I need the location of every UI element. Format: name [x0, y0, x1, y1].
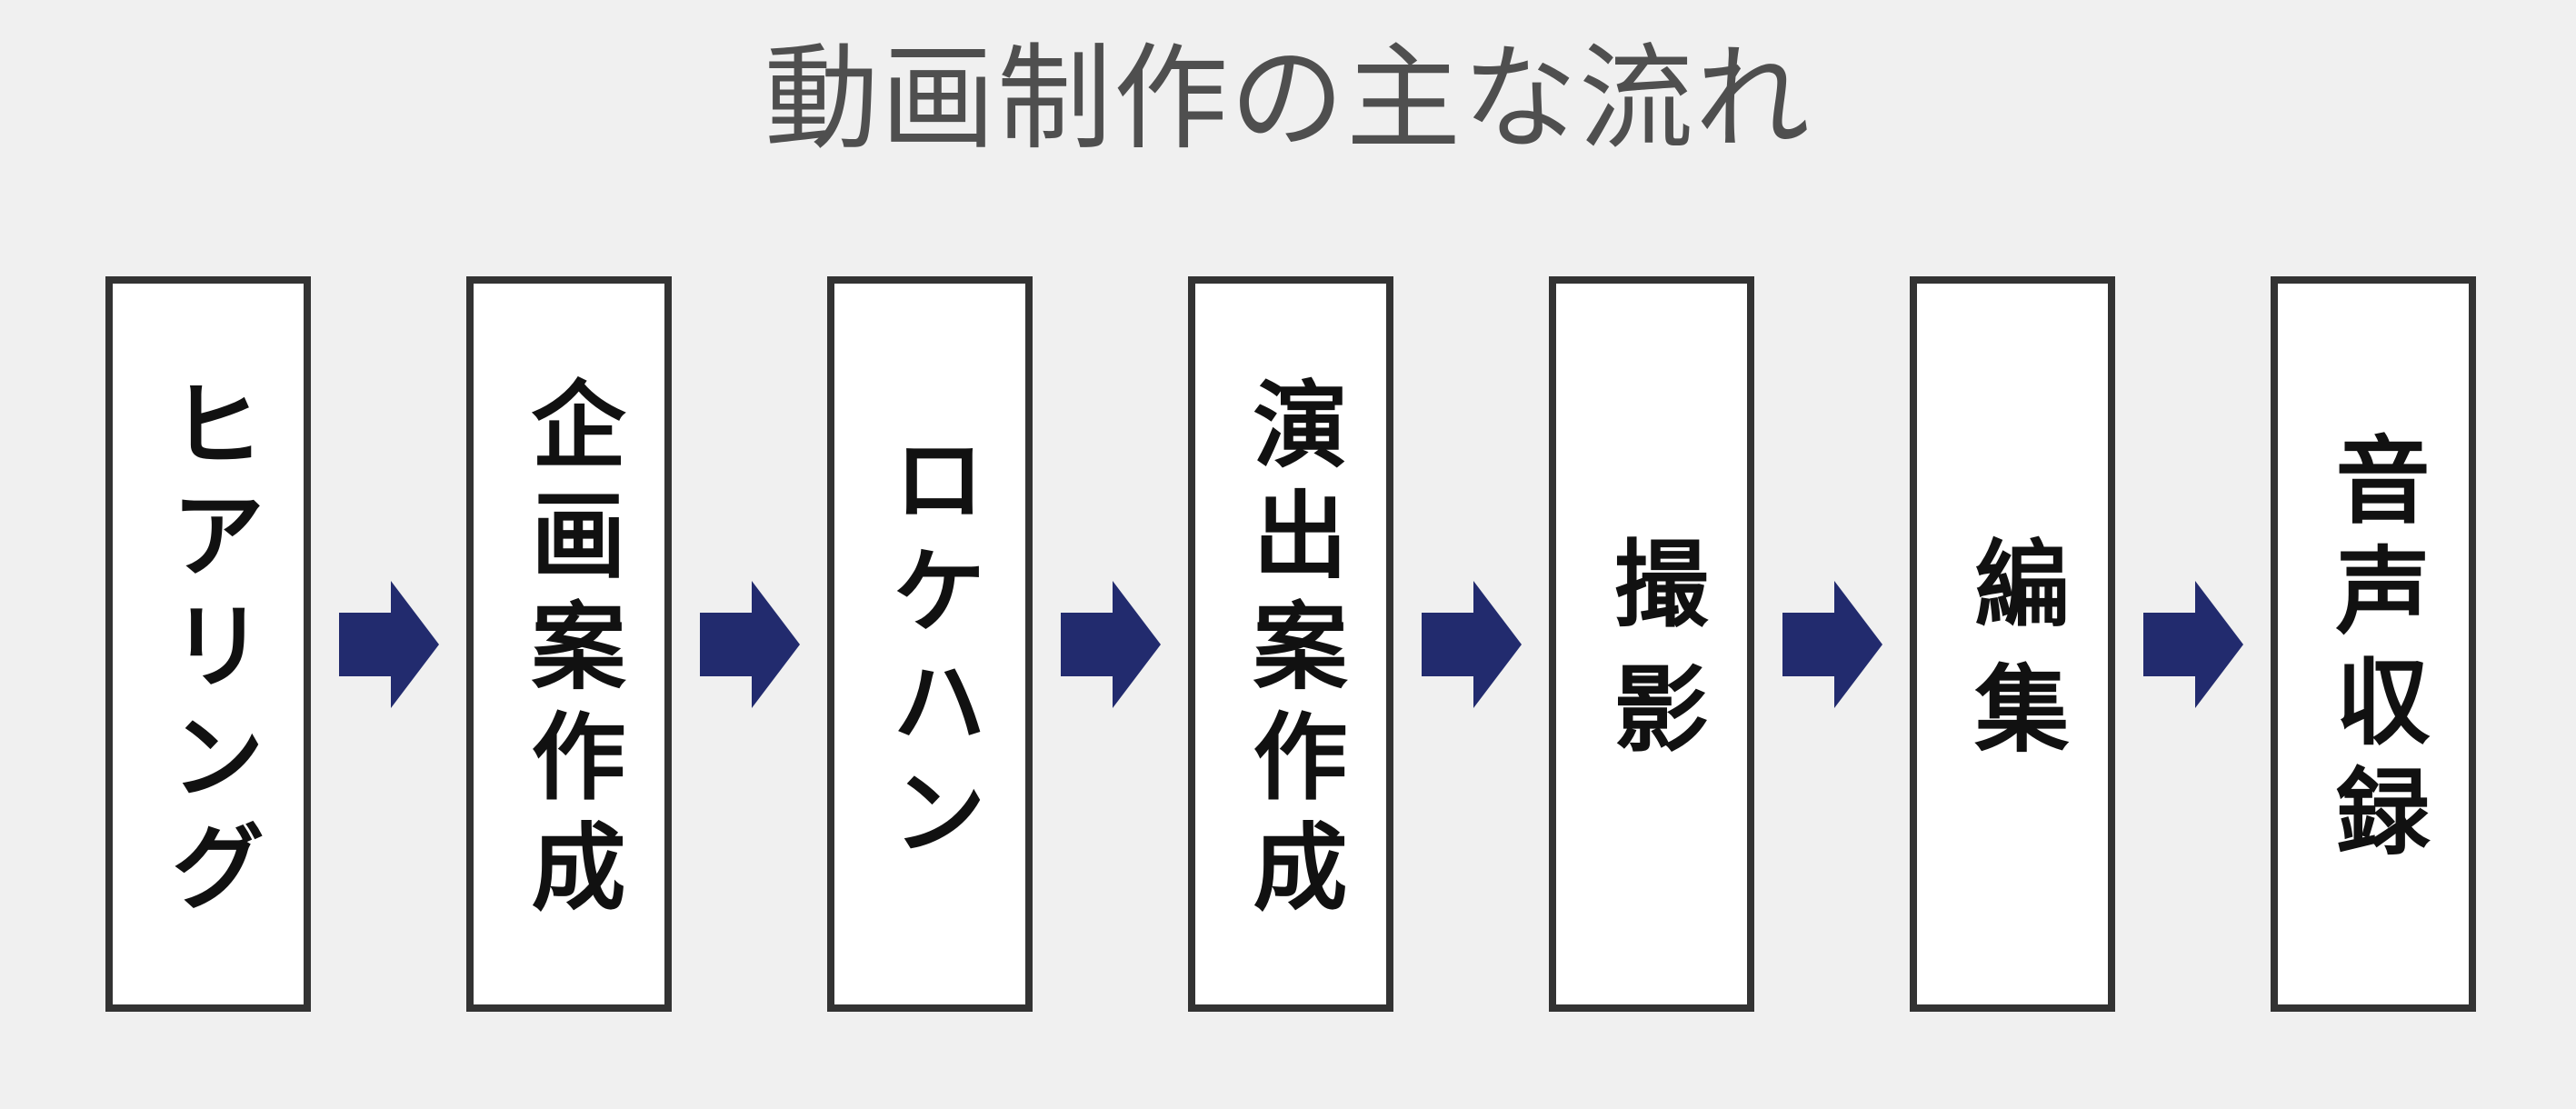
flow-step-label: 音声収録: [2321, 430, 2426, 874]
right-arrow-icon: [1782, 580, 1882, 708]
right-arrow-icon: [699, 580, 800, 708]
flow-step-box: 音声収録: [2271, 276, 2476, 1012]
flow-step-label: ロケハン: [877, 430, 983, 874]
flow-diagram: ヒアリング 企画案作成 ロケハン 演出案作成 撮影: [105, 276, 2476, 1012]
right-arrow-shape: [2142, 580, 2243, 708]
flow-step-box: ヒアリング: [105, 276, 311, 1012]
right-arrow-icon: [1060, 580, 1161, 708]
flow-arrow-cell: [672, 276, 827, 1012]
flow-step-label: 撮影: [1599, 534, 1704, 784]
right-arrow-icon: [338, 580, 439, 708]
right-arrow-shape: [338, 580, 439, 708]
flow-step-box: 編集: [1910, 276, 2115, 1012]
flow-step-box: 撮影: [1549, 276, 1754, 1012]
page-title: 動画制作の主な流れ: [764, 35, 1812, 163]
flow-step-box: 企画案作成: [466, 276, 672, 1012]
right-arrow-icon: [1421, 580, 1522, 708]
right-arrow-shape: [1060, 580, 1161, 708]
flow-step-box: 演出案作成: [1188, 276, 1393, 1012]
flow-arrow-cell: [2115, 276, 2271, 1012]
flow-step-label: 演出案作成: [1238, 375, 1343, 929]
flow-arrow-cell: [1754, 276, 1910, 1012]
flow-step-label: 企画案作成: [516, 375, 622, 929]
flow-arrow-cell: [311, 276, 466, 1012]
flow-step-label: 編集: [1960, 534, 2065, 784]
right-arrow-icon: [2142, 580, 2243, 708]
flow-arrow-cell: [1393, 276, 1549, 1012]
flow-step-box: ロケハン: [827, 276, 1033, 1012]
right-arrow-shape: [1421, 580, 1522, 708]
right-arrow-shape: [1782, 580, 1882, 708]
flow-arrow-cell: [1033, 276, 1188, 1012]
flow-step-label: ヒアリング: [155, 375, 261, 929]
right-arrow-shape: [699, 580, 800, 708]
